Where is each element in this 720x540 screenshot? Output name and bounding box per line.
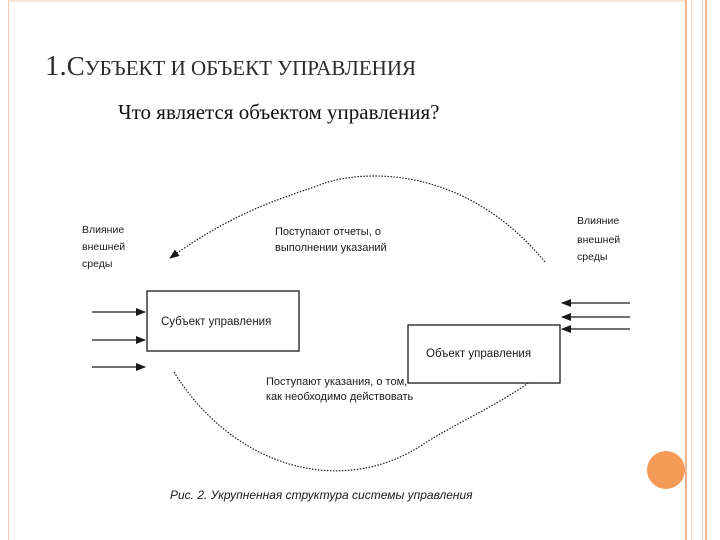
reports-label-line-1: Поступают отчеты, о xyxy=(275,226,381,238)
figure-caption: Рис. 2. Укрупненная структура системы уп… xyxy=(170,488,473,502)
slide-frame-right-bar xyxy=(685,0,707,540)
object-box-label: Объект управления xyxy=(426,348,531,360)
right-influence-line-3: среды xyxy=(577,251,607,263)
slide-frame-top xyxy=(8,0,685,2)
left-influence-line-2: внешней xyxy=(82,241,125,253)
instructions-label-line-2: как необходимо действовать xyxy=(266,391,414,403)
instructions-label-line-1: Поступают указания, о том, xyxy=(266,376,407,388)
reports-label-line-2: выполнении указаний xyxy=(275,242,387,254)
instructions-arrow xyxy=(173,369,546,472)
slide-frame-left xyxy=(0,0,9,540)
slide-subtitle: Что является объектом управления? xyxy=(118,100,440,124)
title-rest: УБЪЕКТ И ОБЪЕКТ УПРАВЛЕНИЯ xyxy=(84,56,417,80)
subject-box xyxy=(146,290,300,352)
title-number: 1. xyxy=(45,50,67,82)
right-influence-line-2: внешней xyxy=(577,234,620,246)
slide-title: 1.СУБЪЕКТ И ОБЪЕКТ УПРАВЛЕНИЯ xyxy=(45,50,416,83)
management-structure-diagram: Влияние внешней среды Влияние внешней ср… xyxy=(82,175,630,502)
reports-arrow xyxy=(169,175,546,263)
left-influence-line-3: среды xyxy=(82,258,112,270)
subject-box-label: Субъект управления xyxy=(161,316,271,328)
right-influence-line-1: Влияние xyxy=(577,215,619,227)
left-influence-line-1: Влияние xyxy=(82,224,124,236)
object-box xyxy=(407,324,561,384)
decorative-orange-circle xyxy=(647,451,685,489)
title-first-letter: С xyxy=(66,51,85,81)
